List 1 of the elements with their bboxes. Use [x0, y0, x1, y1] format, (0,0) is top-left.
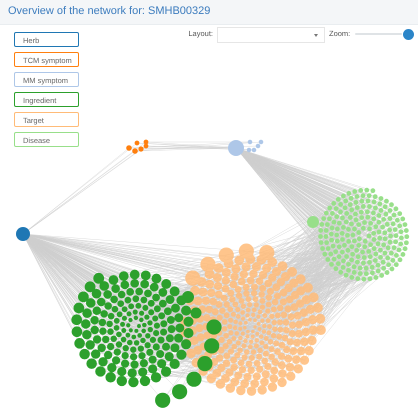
- title: Overview of the network for: SMHB00329: [8, 5, 210, 18]
